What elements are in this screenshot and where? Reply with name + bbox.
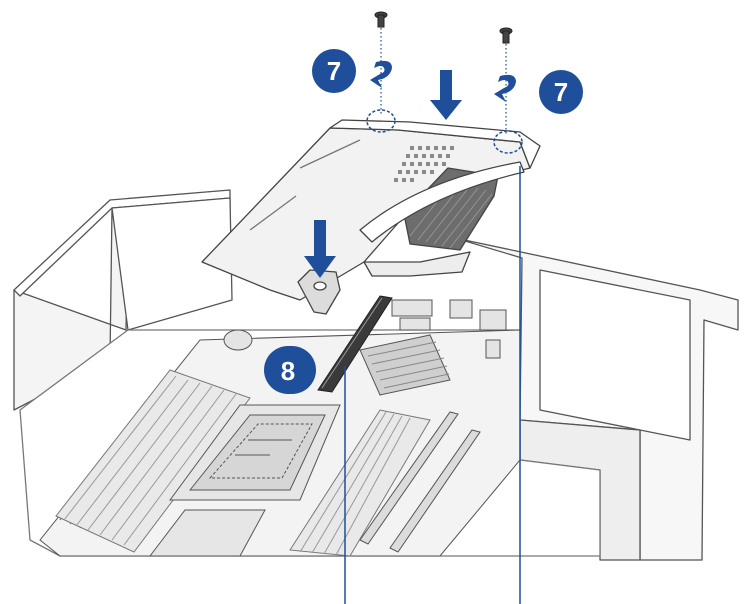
riser-bracket-detail-2 <box>249 195 297 231</box>
step-number: 8 <box>281 356 295 386</box>
riser-leg-hole <box>313 281 327 291</box>
riser-bracket-detail <box>299 139 361 169</box>
down-arrow-icon <box>304 220 336 278</box>
component-1 <box>391 299 433 317</box>
down-arrow-icon <box>430 70 462 120</box>
chassis-right-inner <box>539 269 691 441</box>
expansion-slot-right-2 <box>389 429 481 553</box>
component-3 <box>479 309 507 331</box>
component-5 <box>399 317 431 331</box>
riser-slot <box>317 295 393 393</box>
chassis-rear-wall <box>111 197 233 331</box>
cpu-socket-2 <box>148 509 266 557</box>
expansion-slot-right-1 <box>359 411 459 545</box>
screw-hole-right <box>493 130 523 154</box>
screw-icon <box>374 11 388 28</box>
bracket-vents <box>394 146 454 182</box>
riser-bracket-leg <box>297 269 341 315</box>
riser-card-assembly <box>201 119 541 315</box>
dimm-bank-right <box>289 409 431 557</box>
screw-hole-left <box>366 109 396 133</box>
capacitor <box>223 329 253 351</box>
component-4 <box>485 339 501 359</box>
riser-bracket-flange <box>329 119 541 169</box>
motherboard <box>39 299 521 557</box>
riser-support-arm <box>359 161 525 243</box>
step-badge-8: 8 <box>264 346 316 394</box>
step-number: 7 <box>554 77 568 107</box>
rotate-arrow-icon <box>370 60 392 88</box>
component-2 <box>449 299 473 319</box>
step-number: 7 <box>327 56 341 86</box>
cpu-socket <box>169 404 341 501</box>
riser-pcb-card <box>403 167 499 251</box>
screw-icon <box>499 27 513 44</box>
heatsink <box>359 334 451 396</box>
riser-card-lower-edge <box>363 251 471 277</box>
step-badge-7-left: 7 <box>312 49 356 93</box>
dimm-bank-left <box>55 369 251 553</box>
rotate-arrow-icon <box>494 74 516 102</box>
step-badge-7-right: 7 <box>539 70 583 114</box>
